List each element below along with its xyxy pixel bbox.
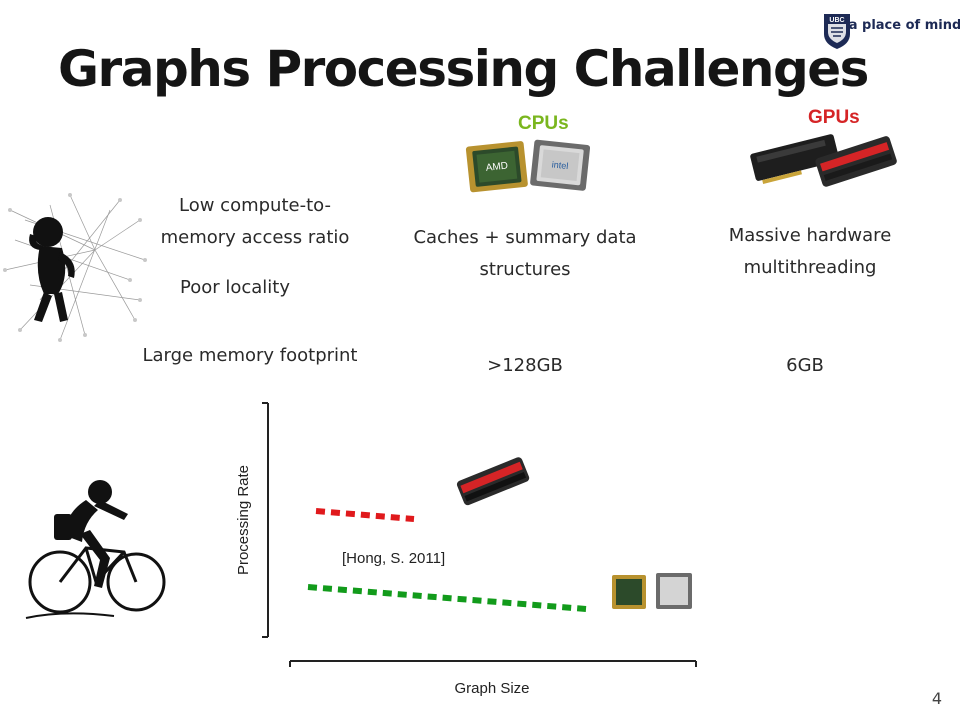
challenge-compute-ratio-line2: memory access ratio [160,227,350,248]
slide-title: Graphs Processing Challenges [58,40,869,98]
page-number: 4 [931,689,942,708]
ubc-crest-icon: UBC [824,14,850,49]
citation-text: [Hong, S. 2011] [342,550,445,567]
y-axis-label: Processing Rate [235,465,252,575]
cpu-chip-icon: AMD intel [465,139,591,193]
challenge-compute-ratio-line1: Low compute-to- [179,195,331,216]
graph-network-icon [3,193,147,342]
gpu-card-icon [750,134,897,187]
cpus-feature: Caches + summary data structures [400,222,650,286]
cpus-feature-line1: Caches + summary data [413,227,637,248]
processing-rate-chart: Processing Rate Graph Size [Hong, S. 201… [235,402,697,697]
cpu-chip-icon [612,573,692,609]
cpus-memory: >128GB [487,355,563,376]
gpus-feature-line2: multithreading [743,257,877,278]
ubc-logo-text: UBC [829,17,844,24]
gpu-card-icon [456,457,530,506]
gpus-memory: 6GB [786,355,824,376]
cpus-label: CPUs [518,113,569,134]
cyclist-icon [25,480,166,619]
svg-text:AMD: AMD [485,161,508,174]
svg-text:intel: intel [551,159,568,171]
gpus-feature-line1: Massive hardware [728,225,892,246]
cpus-feature-line2: structures [479,259,571,280]
gpus-label: GPUs [808,107,860,128]
x-axis-label: Graph Size [454,680,529,697]
thinking-figure-icon [29,217,75,322]
challenge-locality: Poor locality [179,277,290,298]
gpus-feature: Massive hardware multithreading [700,220,920,284]
cpu-trend-line [307,584,587,612]
brand-tagline: a place of mind [848,18,960,33]
gpu-trend-line [315,508,415,522]
challenge-footprint: Large memory footprint [142,345,358,366]
challenge-compute-ratio: Low compute-to- memory access ratio [140,190,370,254]
